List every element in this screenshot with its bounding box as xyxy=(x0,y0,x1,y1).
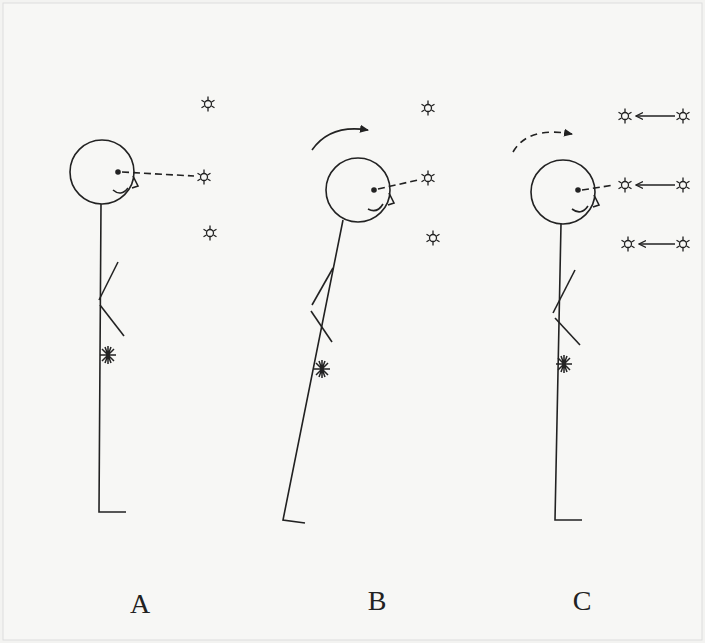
figure-label: A xyxy=(130,590,150,618)
figure-label: C xyxy=(573,587,592,615)
figure-b xyxy=(283,129,418,523)
figure-label: B xyxy=(368,587,387,615)
figure-a xyxy=(70,140,194,512)
figure-c xyxy=(513,116,675,520)
